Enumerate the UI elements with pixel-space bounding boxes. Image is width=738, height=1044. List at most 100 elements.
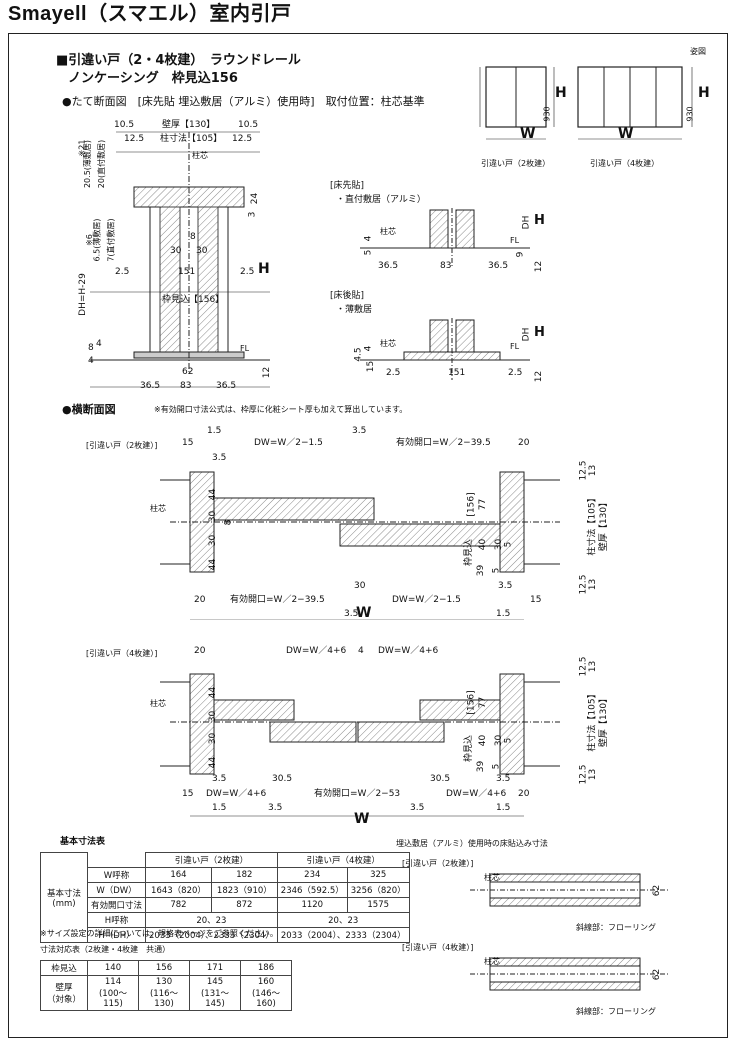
page-title: Smayell（スマエル）室内引戸	[8, 3, 292, 25]
elev4-h: H	[698, 85, 710, 101]
h4-top-3: DW=W／4+6	[378, 646, 439, 656]
depth-cell: 186	[240, 960, 292, 976]
basic-cell: 20、23	[276, 912, 410, 928]
v-dim-mid-4: 30	[196, 246, 208, 256]
ff-d2: 5	[363, 249, 374, 256]
ff-d4: 9	[515, 251, 526, 258]
ff-pillar: 柱芯	[380, 227, 396, 236]
basic-cell: 2346（592.5）	[276, 882, 348, 898]
depth-cell: 171	[189, 960, 241, 976]
elevation-4-panel	[577, 66, 693, 140]
basic-table-title: 基本寸法表	[60, 837, 106, 847]
h2-top-5: 20	[518, 438, 530, 448]
v-dim-top-5: 12.5	[232, 134, 253, 144]
v-frame-depth: 枠見込【156】	[162, 295, 225, 305]
v-dim-mid-0: 24	[250, 192, 261, 205]
ff-d6: 36.5	[378, 261, 399, 271]
fa-d5: 12	[534, 370, 545, 383]
v-dim-bot-0: 8	[88, 343, 94, 353]
elev2-h: H	[555, 85, 567, 101]
h2-r-1: 13	[588, 464, 599, 477]
v-dim-bot-2: 4	[88, 356, 94, 366]
basic-col-2: 引違い戸（2枚建）	[145, 852, 278, 868]
h2-bot-w: W	[356, 605, 372, 621]
v-note-4: 6.5(薄敷居)	[92, 218, 102, 262]
v-dim-bot-6: 36.5	[216, 381, 237, 391]
fa-pillar: 柱芯	[380, 339, 396, 348]
h4-in-8: 5	[503, 737, 514, 744]
h4-bot-w: W	[354, 811, 370, 827]
h4-top-1: DW=W／4+6	[286, 646, 347, 656]
depth-cell: 114 (100～115)	[87, 975, 139, 1011]
fa-d2: 4	[363, 345, 374, 352]
h2-in-12: 枠見込	[464, 538, 475, 567]
h2-r-2: 柱寸法【105】	[587, 493, 598, 556]
v-dim-top-4: 柱寸法【105】	[160, 134, 223, 144]
h4-pillar: 柱芯	[150, 699, 166, 708]
depth-cell: 160 (146～160)	[240, 975, 292, 1011]
h2-top-0: 15	[182, 438, 194, 448]
elev2-caption: 引違い戸（2枚建）	[481, 159, 551, 168]
basic-cell: 1575	[346, 897, 410, 913]
h4-in-10: [156]	[466, 690, 477, 715]
h4-in-2: 30	[208, 732, 219, 745]
fa-dh: DH	[521, 327, 532, 342]
h4-bot-7: DW=W／4+6	[446, 789, 507, 799]
basic-cell: 234	[276, 867, 348, 883]
h2-bot-7: 30	[354, 581, 366, 591]
ff-d8: 36.5	[488, 261, 509, 271]
h2-in-11: [156]	[466, 492, 477, 517]
basic-row-label: H呼称	[86, 912, 147, 928]
fa-d7: 151	[448, 368, 466, 378]
fa-h: H	[534, 325, 545, 340]
v-note-2: 20(直付敷居)	[97, 139, 107, 189]
section-vertical-title: ●たて断面図 [床先貼 埋込敷居（アルミ）使用時] 取付位置：柱芯基準	[62, 95, 425, 108]
ff-d1: 4	[363, 235, 374, 242]
ff-title: [床先貼]	[330, 181, 365, 191]
ff-h: H	[534, 213, 545, 228]
elev2-w: W	[520, 126, 536, 142]
basic-cell: 3256（820）	[346, 882, 410, 898]
h4-bot-13: 1.5	[496, 803, 511, 813]
h4-bot-10: 3.5	[268, 803, 283, 813]
basic-cell: 1823（910）	[210, 882, 278, 898]
h4-bot-5: DW=W／4+6	[206, 789, 267, 799]
h2-in-4: 44	[208, 558, 219, 571]
v-dim-mid-2: 8	[190, 232, 196, 242]
h4-bot-3: 3.5	[496, 774, 511, 784]
h2-in-10: 77	[478, 498, 489, 511]
depth-table-title: 寸法対応表（2枚建・4枚建 共通）	[40, 945, 171, 954]
basic-cell: 1643（820）	[145, 882, 212, 898]
basic-cell: 1120	[276, 897, 348, 913]
h2-in-8: 40	[478, 538, 489, 551]
elevation-2-panel	[479, 66, 555, 140]
depth-row-label: 枠見込	[40, 960, 88, 976]
fa-d3: 15	[366, 360, 377, 373]
v-dim-bot-3: 62	[182, 367, 194, 377]
h2-in-0: 44	[208, 488, 219, 501]
elev4-930: 930	[685, 106, 695, 122]
elev2-930: 930	[542, 106, 552, 122]
basic-row-label: 有効開口寸法	[86, 897, 147, 913]
flooring-caption-2: [引違い戸（2枚建）]	[402, 859, 474, 868]
h4-caption: [引違い戸（4枚建）]	[86, 649, 158, 658]
h4-r-1: 13	[588, 660, 599, 673]
ff-sub: ・直付敷居（アルミ）	[336, 195, 426, 205]
h4-r-5: 13	[588, 768, 599, 781]
flooring-dim-4: 62	[652, 968, 663, 981]
v-dim-bot-4: 36.5	[140, 381, 161, 391]
v-dim-mid-5: 2.5	[115, 267, 130, 277]
flooring-legend-2: 斜線部：フローリング	[576, 923, 656, 932]
h2-bot-3: 15	[530, 595, 542, 605]
h4-bot-8: 20	[518, 789, 530, 799]
ff-d5: 12	[534, 260, 545, 273]
heading-line1: ■引違い戸（2・4枚建） ラウンドレール	[56, 53, 301, 68]
h4-in-5: 5	[491, 763, 502, 770]
v-dim-mid-7: 2.5	[240, 267, 255, 277]
elev4-w: W	[618, 126, 634, 142]
h4-in-0: 44	[208, 686, 219, 699]
h4-top-2: 4	[358, 646, 364, 656]
v-dim-mid-3: 30	[170, 246, 182, 256]
fa-fl: FL	[510, 342, 520, 351]
basic-cell: 182	[210, 867, 278, 883]
